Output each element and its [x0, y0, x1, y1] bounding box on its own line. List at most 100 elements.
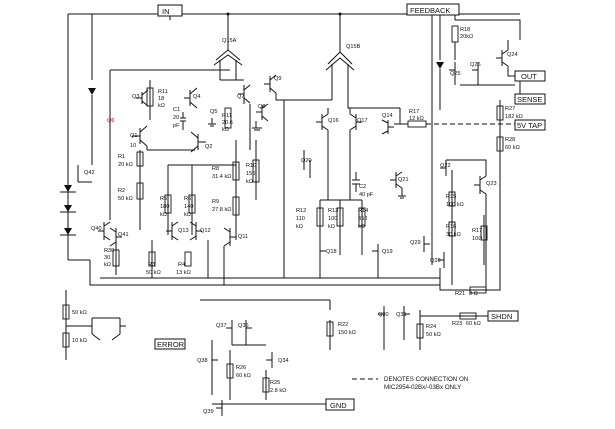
q34-label: Q34 — [278, 358, 289, 364]
r5-value: 180 — [160, 204, 169, 210]
r8-name: R8 — [212, 166, 219, 172]
r27-value: 182 kΩ — [505, 114, 523, 120]
q41-label: Q41 — [118, 232, 129, 238]
r15-name: R15 — [446, 194, 456, 200]
r3-name: R3 — [148, 262, 155, 268]
error-pin-label: ERROR — [157, 340, 185, 349]
r16-value: 30 kΩ — [446, 232, 461, 238]
r25-name: R25 — [270, 380, 280, 386]
r25-value: 2.8 kΩ — [270, 388, 286, 394]
q6-label: Q6 — [107, 118, 114, 124]
q30-label: Q30 — [378, 312, 389, 318]
r22-name: R22 — [338, 322, 348, 328]
r17b-name: R17 — [409, 109, 419, 115]
r30-name: R30 — [104, 248, 114, 254]
left-diode-string: Q42 — [60, 14, 96, 260]
q11-label: Q11 — [238, 234, 248, 240]
sense-pin: SENSE — [514, 93, 546, 105]
q1-value: 10 — [130, 143, 136, 149]
shdn-network: Q30 Q31 R22 150 kΩ R24 50 kΩ R23 60 kΩ — [200, 299, 488, 350]
r10-value: 150 — [246, 171, 255, 177]
r30-value: 30 — [104, 255, 110, 261]
feedback-pin: FEEDBACK — [406, 3, 460, 16]
r12-unit: kΩ — [296, 224, 303, 230]
r11b-name: R11 — [222, 113, 232, 119]
r14-value: 350 — [358, 216, 367, 222]
q15a-mirror: Q15A Q7 Q9 Q8 R11 20.6 kΩ — [213, 35, 284, 150]
q28-label: Q28 — [430, 258, 441, 264]
q2-label: Q2 — [205, 144, 212, 150]
r4-value: 13 kΩ — [176, 270, 191, 276]
r3-value: 50 kΩ — [146, 270, 161, 276]
r17b-value: 12 kΩ — [409, 116, 424, 122]
r24-name: R24 — [426, 324, 436, 330]
gnd-pin: GND — [325, 398, 355, 411]
r28-value: 60 kΩ — [505, 145, 520, 151]
r10-unit: kΩ — [246, 179, 253, 185]
r2-value: 50 kΩ — [118, 196, 133, 202]
note-line-2: MIC2954-02Bx/-03Bx ONLY — [384, 384, 461, 391]
r11b-value: 20.6 — [222, 120, 233, 126]
tap-pin: 5V TAP — [514, 119, 546, 131]
r22-value: 150 kΩ — [338, 330, 356, 336]
shdn-pin-label: SHDN — [491, 312, 512, 321]
r23-name: R23 — [452, 321, 462, 327]
q21-label: Q21 — [398, 177, 409, 183]
c1-value: 20 — [173, 115, 179, 121]
q15b-label: Q15B — [346, 44, 361, 50]
r5-name: R5 — [160, 196, 167, 202]
r2-name: R2 — [118, 188, 125, 194]
r13-name: R13 — [328, 208, 338, 214]
r12-name: R12 — [296, 208, 306, 214]
r9-name: R9 — [212, 199, 219, 205]
in-pin: IN — [157, 4, 183, 17]
q19-label: Q19 — [382, 249, 393, 255]
r13-value: 100 — [328, 216, 337, 222]
out-pin: OUT — [514, 70, 546, 82]
q14-label: Q14 — [382, 113, 393, 119]
r17-name: R17 — [472, 228, 482, 234]
r18-value: 20kΩ — [460, 34, 473, 40]
r1-value: 20 kΩ — [118, 162, 133, 168]
out-pin-label: OUT — [521, 72, 537, 81]
r8-value: 31.4 kΩ — [212, 174, 231, 180]
q12-label: Q12 — [200, 228, 211, 234]
r6-unit: kΩ — [184, 212, 191, 218]
r17-value: 10Ω — [472, 236, 482, 242]
r18-name: R18 — [460, 27, 470, 33]
r24-value: 50 kΩ — [426, 332, 441, 338]
q42-label: Q42 — [84, 170, 95, 176]
dashed-connection-note: DENOTES CONNECTION ON MIC2954-02Bx/-03Bx… — [352, 376, 468, 391]
q38-label: Q38 — [197, 358, 208, 364]
q17-label: Q17 — [357, 118, 368, 124]
output-stage: R18 20kΩ Q25 Q26 Q24 R27 182 kΩ R28 60 k… — [410, 25, 523, 297]
r14-name: R14 — [358, 208, 368, 214]
r11a-name: R11 — [158, 89, 168, 95]
r4-name: R4 — [178, 262, 185, 268]
q9-label: Q9 — [274, 76, 281, 82]
q37-label: Q37 — [216, 323, 227, 329]
r5-unit: kΩ — [160, 212, 167, 218]
q22-label: Q22 — [440, 163, 451, 169]
q29-label: Q29 — [410, 240, 421, 246]
c2-name: C2 — [359, 184, 366, 190]
q11-q13-stage: Q13 Q12 Q11 R3 50 kΩ R4 13 kΩ — [146, 221, 248, 285]
q18-label: Q18 — [326, 249, 337, 255]
r23-value: 60 kΩ — [466, 321, 481, 327]
q15b-mirror: Q15B Q16 Q17 Q14 Q20 C2 40 pF Q21 R12 11… — [240, 40, 440, 279]
r26-name: R26 — [236, 365, 246, 371]
note-line-1: DENOTES CONNECTION ON — [384, 376, 468, 383]
r1-name: R1 — [118, 154, 125, 160]
r11a-value: 18 — [158, 96, 164, 102]
tap-pin-label: 5V TAP — [517, 121, 542, 130]
q31-label: Q31 — [396, 312, 407, 318]
q23-label: Q23 — [486, 181, 497, 187]
q5-label: Q5 — [210, 109, 217, 115]
c2-value: 40 pF — [359, 192, 374, 198]
r21-value: 8 Ω — [469, 291, 478, 297]
r27-name: R27 — [505, 106, 515, 112]
r26-value: 60 kΩ — [236, 373, 251, 379]
input-stage: R11 18 kΩ Q3 Q4 Q6 Q1 10 Q2 C1 20 pF Q5 … — [107, 69, 230, 230]
gnd-pin-label: GND — [330, 401, 347, 410]
